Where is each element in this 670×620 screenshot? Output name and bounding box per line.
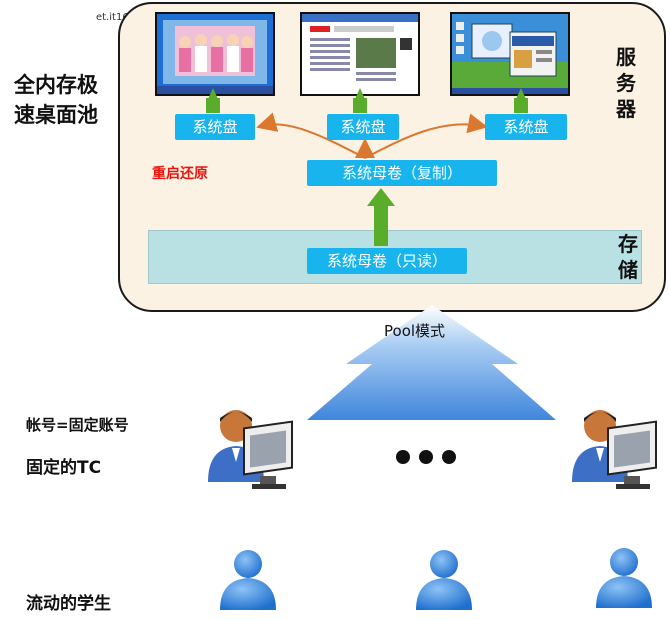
server-label-char-2: 务 — [616, 71, 636, 95]
students-label: 流动的学生 — [26, 594, 111, 614]
user-at-computer-icon — [208, 410, 293, 489]
reset-label: 重启还原 — [152, 166, 208, 182]
storage-label-char-1: 存 — [618, 232, 638, 256]
server-label-char-1: 服 — [616, 45, 636, 69]
system-disk-2: 系统盘 — [327, 114, 399, 140]
server-label: 服 务 器 — [614, 44, 638, 122]
person-icon — [416, 550, 472, 610]
orange-arrow-right — [364, 113, 488, 159]
desktop-windows-icon — [450, 12, 570, 96]
system-disk-3: 系统盘 — [485, 114, 567, 140]
desktop-screenshot-icon — [155, 12, 275, 96]
storage-label-char-2: 储 — [618, 258, 638, 282]
storage-label: 存 储 — [616, 231, 640, 283]
green-arrow-main — [367, 188, 395, 246]
green-arrow-1 — [206, 98, 220, 113]
person-icon — [220, 550, 276, 610]
left-title: 全内存极 速桌面池 — [14, 70, 98, 130]
system-disk-1: 系统盘 — [175, 114, 255, 140]
orange-arrow-left — [256, 112, 366, 159]
person-icon — [596, 548, 652, 608]
pool-arrow — [307, 305, 556, 420]
master-volume-readonly: 系统母卷（只读） — [307, 248, 467, 274]
green-arrow-2-head — [355, 88, 365, 99]
user-at-computer-icon — [572, 410, 657, 489]
ellipsis-icon — [396, 449, 465, 468]
master-volume-copy: 系统母卷（复制） — [307, 160, 497, 186]
account-label: 帐号=固定账号 — [26, 416, 129, 434]
green-arrow-3-head — [516, 88, 526, 99]
left-title-line-2: 速桌面池 — [14, 103, 98, 127]
left-title-line-1: 全内存极 — [14, 73, 98, 97]
green-arrow-2 — [353, 98, 367, 113]
fixed-tc-label: 固定的TC — [26, 458, 102, 478]
pool-label: Pool模式 — [384, 322, 446, 340]
green-arrow-3 — [514, 98, 528, 113]
green-arrow-1-head — [208, 88, 218, 99]
server-label-char-3: 器 — [616, 97, 636, 121]
